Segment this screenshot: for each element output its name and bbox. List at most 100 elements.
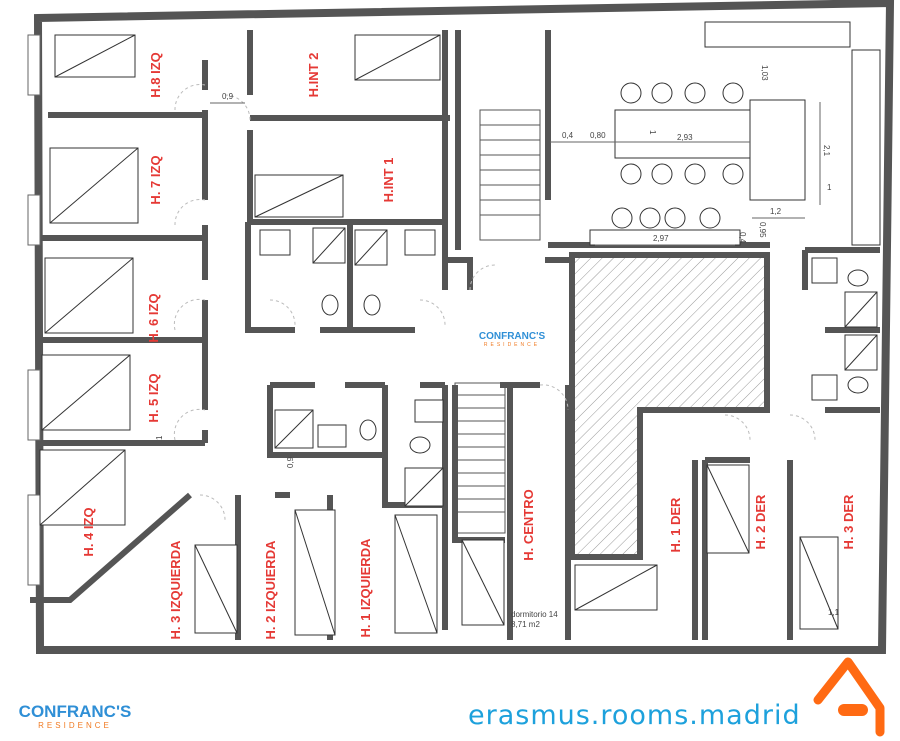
- sink: [317, 424, 347, 448]
- room-label-h7-izq: H. 7 IZQ: [148, 155, 163, 204]
- brand-url: erasmus.rooms.madrid: [468, 700, 801, 731]
- cooking-block: [749, 99, 806, 201]
- bed-diagonal: [799, 536, 839, 630]
- bed-diagonal: [354, 34, 441, 81]
- room-label-h1-der: H. 1 DER: [668, 497, 683, 553]
- dim-counter-length: 2,97: [653, 234, 669, 243]
- kitchen-furniture: [589, 21, 881, 246]
- shower-diagonal: [354, 229, 388, 266]
- toilet: [363, 294, 381, 316]
- worktop: [851, 49, 881, 246]
- window: [27, 194, 41, 246]
- dining-table: [614, 109, 754, 159]
- room-label-h-int-1: H.INT 1: [381, 158, 396, 203]
- bed-diagonal: [294, 509, 336, 636]
- dim-kitchen-height: 1,03: [760, 65, 769, 81]
- dim-area: 8,71 m2: [511, 620, 540, 629]
- dimension-labels: 0,9 0,9 1 0,4 0,80 2,93 1 1,03 2,1 1 1,20,95 2,97 0,…: [155, 65, 840, 629]
- toilet: [847, 376, 869, 394]
- stool: [620, 82, 642, 104]
- room-label-h1-izquierda: H. 1 IZQUIERDA: [358, 538, 373, 638]
- sink: [404, 229, 436, 256]
- stool: [699, 207, 721, 229]
- stool: [684, 163, 706, 185]
- shower-diagonal: [844, 334, 878, 371]
- bathroom-fixtures: [259, 227, 878, 507]
- stool: [651, 163, 673, 185]
- dim-h5-door: 1: [155, 435, 164, 440]
- sink: [414, 399, 444, 423]
- dim-table-length: 2,93: [677, 133, 693, 142]
- windows-left: [27, 34, 41, 586]
- stair-flight: [454, 382, 506, 534]
- bed-diagonal: [461, 539, 505, 626]
- dim-corridor-mid: 0,9: [286, 456, 295, 468]
- sink: [811, 374, 838, 401]
- bed-diagonal: [49, 147, 139, 224]
- dim-h3-der-bed: 1,1: [828, 608, 840, 617]
- room-label-h8-izq: H.8 IZQ: [148, 52, 163, 98]
- room-label-h3-izquierda: H. 3 IZQUIERDA: [168, 540, 183, 640]
- bed-diagonal: [254, 174, 344, 218]
- toilet: [359, 419, 377, 441]
- room-label-h2-der: H. 2 DER: [753, 494, 768, 550]
- worktop: [704, 21, 851, 48]
- bed-diagonal: [194, 544, 238, 634]
- dim-name: dormitorio 14: [511, 610, 558, 619]
- bed-diagonal: [574, 564, 658, 611]
- stool: [620, 163, 642, 185]
- shower-diagonal: [404, 467, 444, 507]
- footer-logo: CONFRANC'S RESIDENCE: [6, 703, 144, 731]
- room-label-h5-izq: H. 5 IZQ: [146, 373, 161, 422]
- room-labels: H.8 IZQ H.INT 2 H. 7 IZQ H.INT 1 H. 6 IZQ H. …: [81, 52, 856, 639]
- dim-kitchen-gap: 0,80: [590, 131, 606, 140]
- window: [27, 369, 41, 441]
- room-label-h4-izq: H. 4 IZQ: [81, 507, 96, 556]
- room-label-h2-izquierda: H. 2 IZQUIERDA: [263, 540, 278, 640]
- dimension-lines: [210, 102, 821, 246]
- sink: [259, 229, 291, 256]
- stool: [684, 82, 706, 104]
- stool: [639, 207, 661, 229]
- bed-diagonal: [39, 449, 126, 526]
- staircase: [454, 109, 541, 534]
- bed-diagonal: [706, 464, 750, 554]
- toilet: [409, 436, 431, 454]
- toilet: [321, 294, 339, 316]
- window: [27, 34, 41, 96]
- sink: [811, 257, 838, 284]
- shower-diagonal: [274, 409, 314, 449]
- bed-diagonal: [41, 354, 131, 431]
- room-label-h-centro: H. CENTRO: [521, 489, 536, 561]
- dim-corridor-top: 0,9: [222, 92, 234, 101]
- dim-counter-depth: 0,4: [738, 232, 747, 244]
- room-label-h3-der: H. 3 DER: [841, 494, 856, 550]
- bed-diagonal: [44, 257, 134, 334]
- stool: [722, 163, 744, 185]
- dim-kitchen-width: 1,2: [770, 207, 782, 216]
- stool: [651, 82, 673, 104]
- dim-kitchen-bottom: 0,95: [758, 222, 767, 238]
- beds: [39, 34, 839, 636]
- dim-kitchen-wall-gap: 0,4: [562, 131, 574, 140]
- shower-diagonal: [844, 291, 878, 328]
- stool: [611, 207, 633, 229]
- center-logo-sub: RESIDENCE: [483, 342, 541, 348]
- room-label-h6-izq: H. 6 IZQ: [146, 293, 161, 342]
- toilet: [847, 269, 869, 287]
- house-logo-icon: [813, 657, 885, 737]
- stool: [664, 207, 686, 229]
- footer-logo-sub: RESIDENCE: [38, 721, 112, 730]
- bed-diagonal: [54, 34, 136, 78]
- dim-kitchen-block: 2,1: [822, 145, 831, 157]
- patio: [569, 252, 770, 560]
- dim-kitchen-side: 1: [827, 183, 832, 192]
- bed-diagonal: [394, 514, 438, 634]
- room-label-h-int-2: H.INT 2: [306, 53, 321, 98]
- window: [27, 494, 41, 586]
- stool: [722, 82, 744, 104]
- door-swings: [173, 84, 816, 521]
- shower-diagonal: [312, 227, 346, 264]
- dim-table-width: 1: [648, 130, 657, 135]
